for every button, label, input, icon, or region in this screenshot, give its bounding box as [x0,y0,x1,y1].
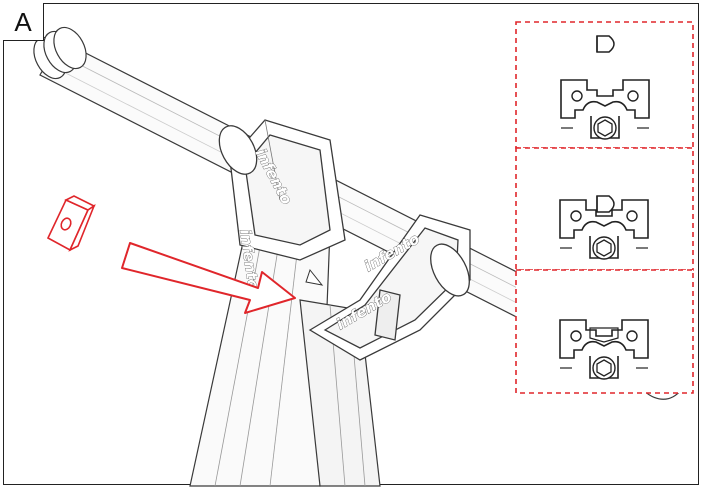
t-nut-part [46,195,96,252]
logo-mark-icon [305,268,324,286]
step-label: A [14,6,32,37]
inset-3-nut-icon [589,327,619,343]
clamp-lower [308,214,471,361]
inset-1-nut-icon [596,35,615,53]
clamp-upper [218,119,346,261]
inset-2-nut-icon [596,195,615,213]
insert-direction-arrow-icon [121,242,296,314]
step-label-box: A [3,3,44,41]
detail-insets [515,21,694,394]
